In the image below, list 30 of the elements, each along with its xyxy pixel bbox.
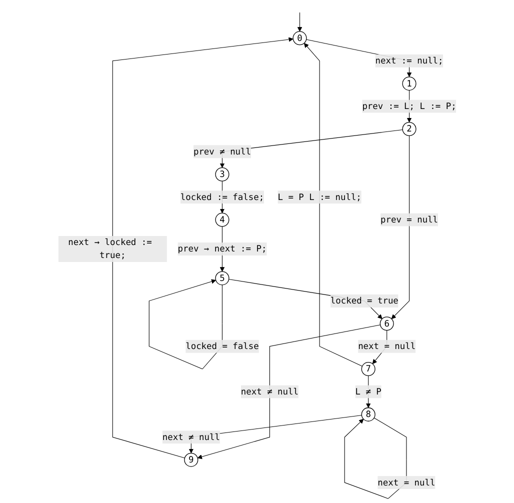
edge-label: locked := false; — [180, 192, 264, 202]
edge-label: prev := L; L := P; — [362, 100, 456, 112]
node-circle: 5 — [214, 271, 229, 286]
edge-label: prev ≠ null — [193, 146, 251, 157]
arrow — [304, 43, 362, 366]
node-circle: 1 — [402, 76, 416, 91]
node-circle: 9 — [184, 452, 198, 467]
arrow — [297, 12, 302, 32]
node-circle: 6 — [379, 316, 394, 331]
node-circle: 4 — [214, 212, 229, 227]
arrow — [112, 37, 293, 458]
edge-label: next ≠ null — [162, 432, 220, 442]
arrow — [390, 135, 410, 320]
edge-label: prev → next := P; — [177, 244, 266, 254]
edge-label: next → locked := true; — [68, 237, 152, 260]
edge-label: next ≠ null — [240, 386, 298, 397]
edge-label: prev = null — [380, 214, 438, 225]
edge-label: locked = true — [330, 296, 398, 306]
edge-label: locked = false — [185, 340, 258, 352]
node-circle: 0 — [292, 31, 306, 46]
node-circle: 7 — [360, 362, 375, 376]
node-circle: 8 — [360, 407, 375, 422]
edge-label: L ≠ P — [354, 386, 382, 397]
edge-label: next := null; — [374, 55, 443, 66]
node-circle: 2 — [402, 122, 416, 136]
edge-label: L = P L := null; — [277, 192, 362, 202]
edge-label: next = null — [377, 477, 435, 488]
edge-label: next = null — [358, 340, 416, 352]
node-circle: 3 — [214, 167, 229, 182]
arrow — [197, 324, 380, 460]
